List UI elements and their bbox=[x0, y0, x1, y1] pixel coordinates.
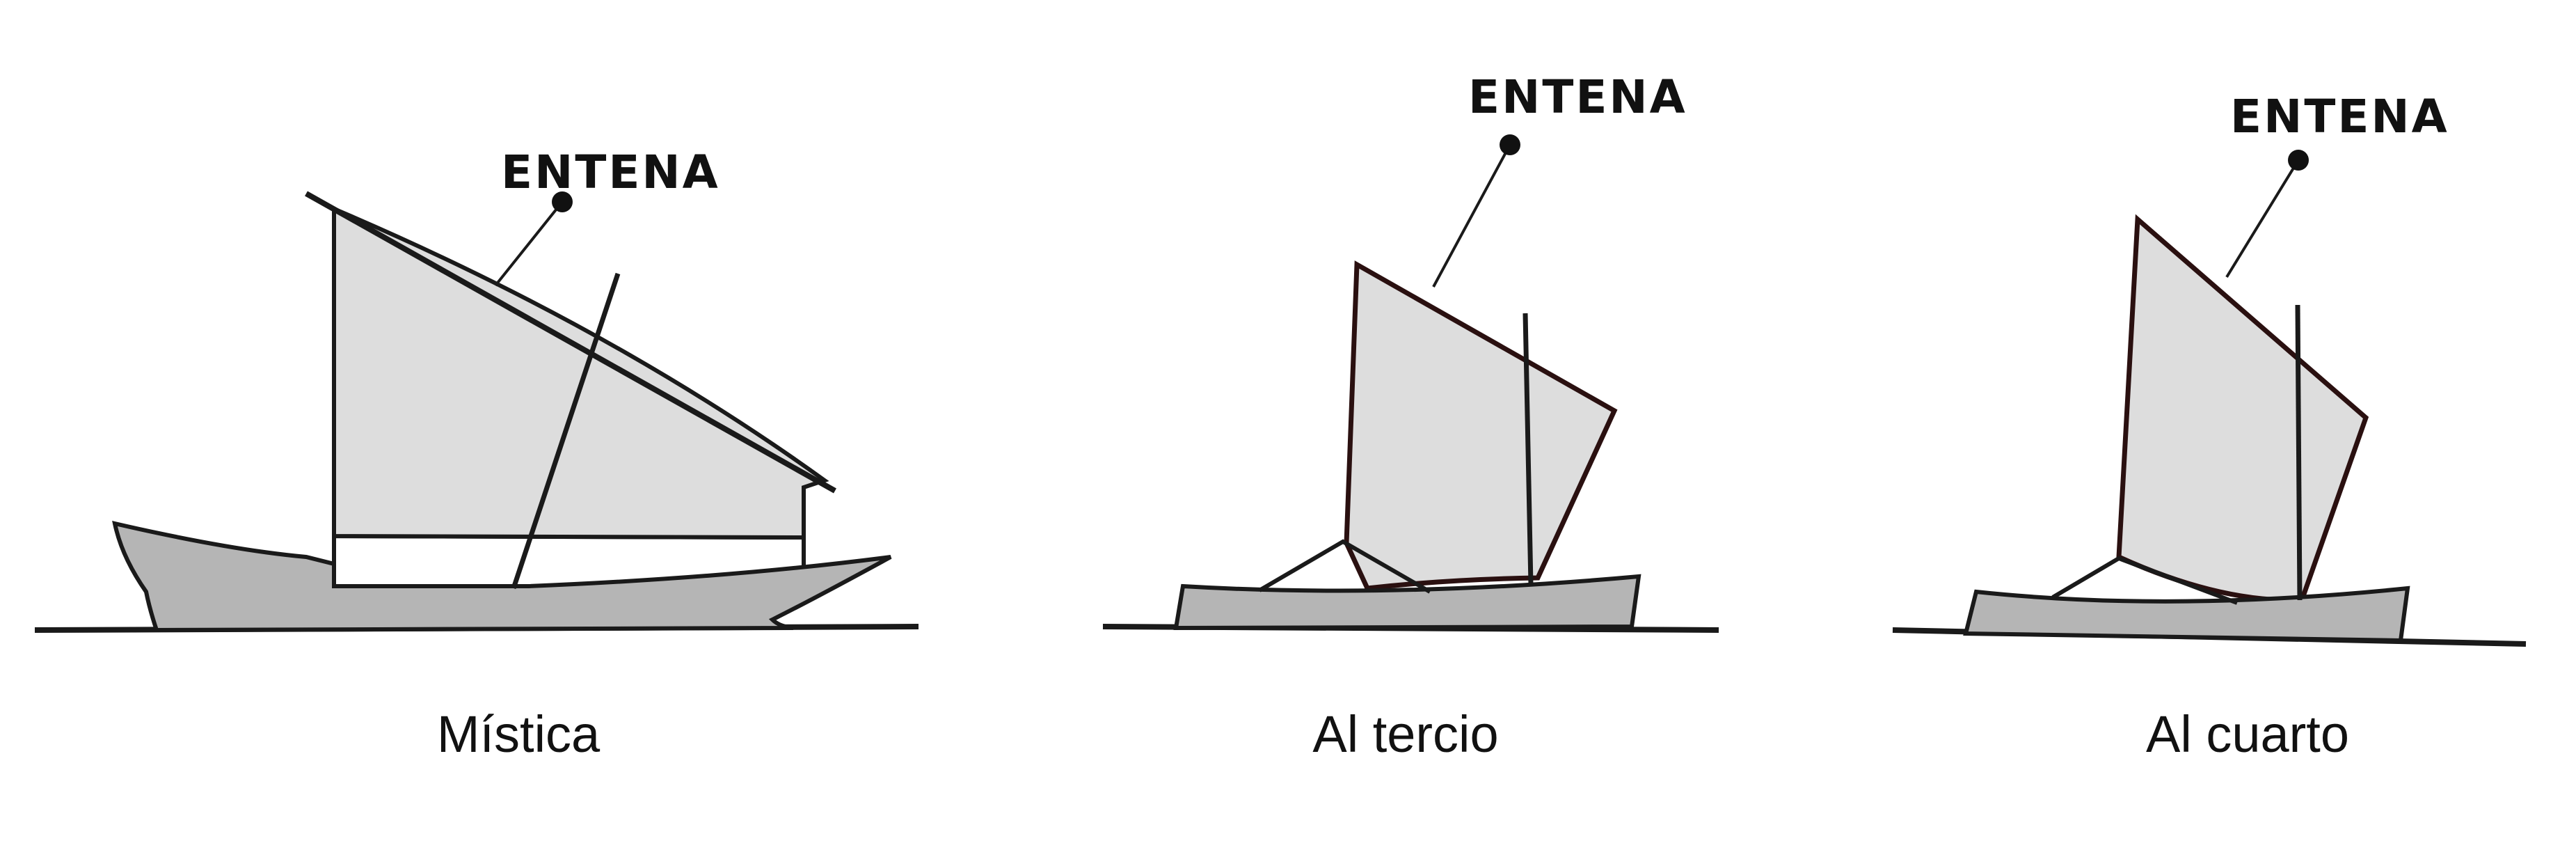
entena-pointer-line bbox=[1432, 144, 1511, 288]
entena-pointer-dot bbox=[552, 191, 573, 212]
entena-pointer-dot bbox=[2288, 150, 2309, 171]
entena-label: ENTENA bbox=[1468, 70, 1687, 124]
panel-al-cuarto: ENTENA Al cuarto bbox=[1892, 90, 2527, 763]
entena-pointer-line bbox=[2225, 159, 2300, 278]
lug-sail bbox=[1344, 260, 1618, 591]
mast bbox=[1522, 313, 1534, 585]
entena-pointer-dot bbox=[1500, 134, 1520, 155]
panel-mistica: ENTENA Mística bbox=[34, 146, 919, 763]
caption-mistica: Mística bbox=[437, 705, 601, 763]
mast bbox=[2295, 304, 2303, 601]
sheet-lines bbox=[1258, 539, 1431, 594]
caption-al-tercio: Al tercio bbox=[1312, 705, 1498, 763]
mast bbox=[511, 272, 621, 590]
panel-al-tercio: ENTENA Al tercio bbox=[1102, 70, 1719, 763]
caption-al-cuarto: Al cuarto bbox=[2146, 705, 2349, 763]
entena-yard bbox=[305, 191, 836, 494]
entena-label: ENTENA bbox=[501, 146, 720, 199]
hull bbox=[1963, 585, 2410, 643]
entena-pointer-line bbox=[494, 201, 564, 287]
sheet-lines bbox=[2051, 556, 2239, 605]
lug-sail bbox=[2116, 214, 2369, 603]
lateen-sail bbox=[332, 205, 829, 540]
entena-label: ENTENA bbox=[2230, 90, 2449, 143]
hull bbox=[112, 521, 892, 633]
